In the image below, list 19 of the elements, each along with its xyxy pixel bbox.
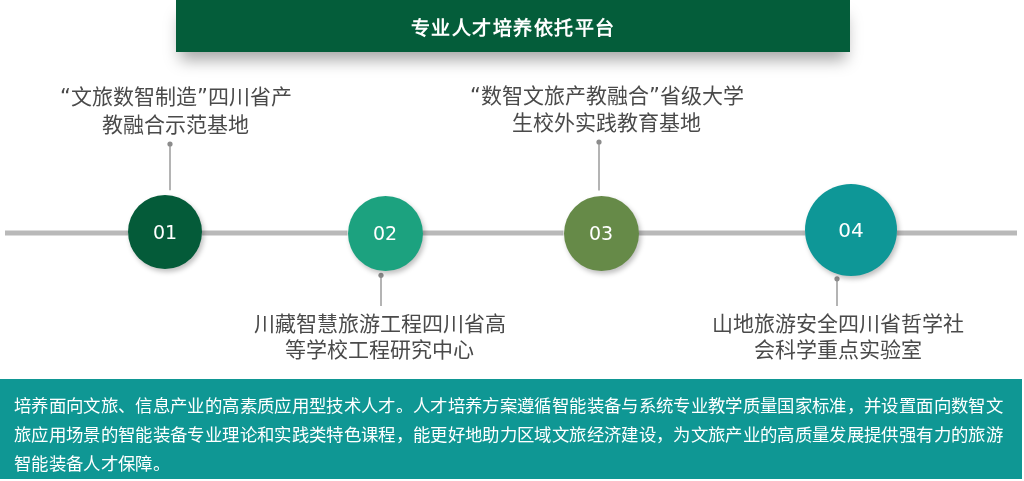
leader-line	[596, 139, 602, 192]
step-circle: 02	[347, 195, 423, 271]
timeline-line	[202, 230, 348, 236]
leader-line	[378, 272, 384, 307]
step-circle: 04	[805, 184, 897, 276]
leader-line	[834, 276, 840, 307]
description-band: 培养面向文旅、信息产业的高素质应用型技术人才。人才培养方案遵循智能装备与系统专业教学质量国家标准，并设置面向数智文旅应用场景的智能装备专业理论和实践类特色课程，能更好地助力区域文旅经济建设，为文旅产业的高质量发展提供强有力的旅游智能装备人才保障。	[0, 379, 1022, 479]
step-circle: 01	[128, 195, 202, 269]
milestone-label: “文旅数智制造”四川省产教融合示范基地	[57, 83, 295, 139]
title-banner: 专业人才培养依托平台	[176, 0, 850, 52]
timeline-line	[5, 230, 128, 236]
leader-line	[167, 141, 173, 191]
timeline-line	[896, 230, 1017, 236]
timeline-line	[422, 230, 564, 236]
step-circle: 03	[563, 195, 639, 271]
timeline-line	[638, 230, 806, 236]
milestone-label: 山地旅游安全四川省哲学社会科学重点实验室	[707, 311, 969, 363]
milestone-label: “数智文旅产教融合”省级大学生校外实践教育基地	[467, 83, 747, 137]
milestone-label: 川藏智慧旅游工程四川省高等学校工程研究中心	[249, 311, 511, 363]
